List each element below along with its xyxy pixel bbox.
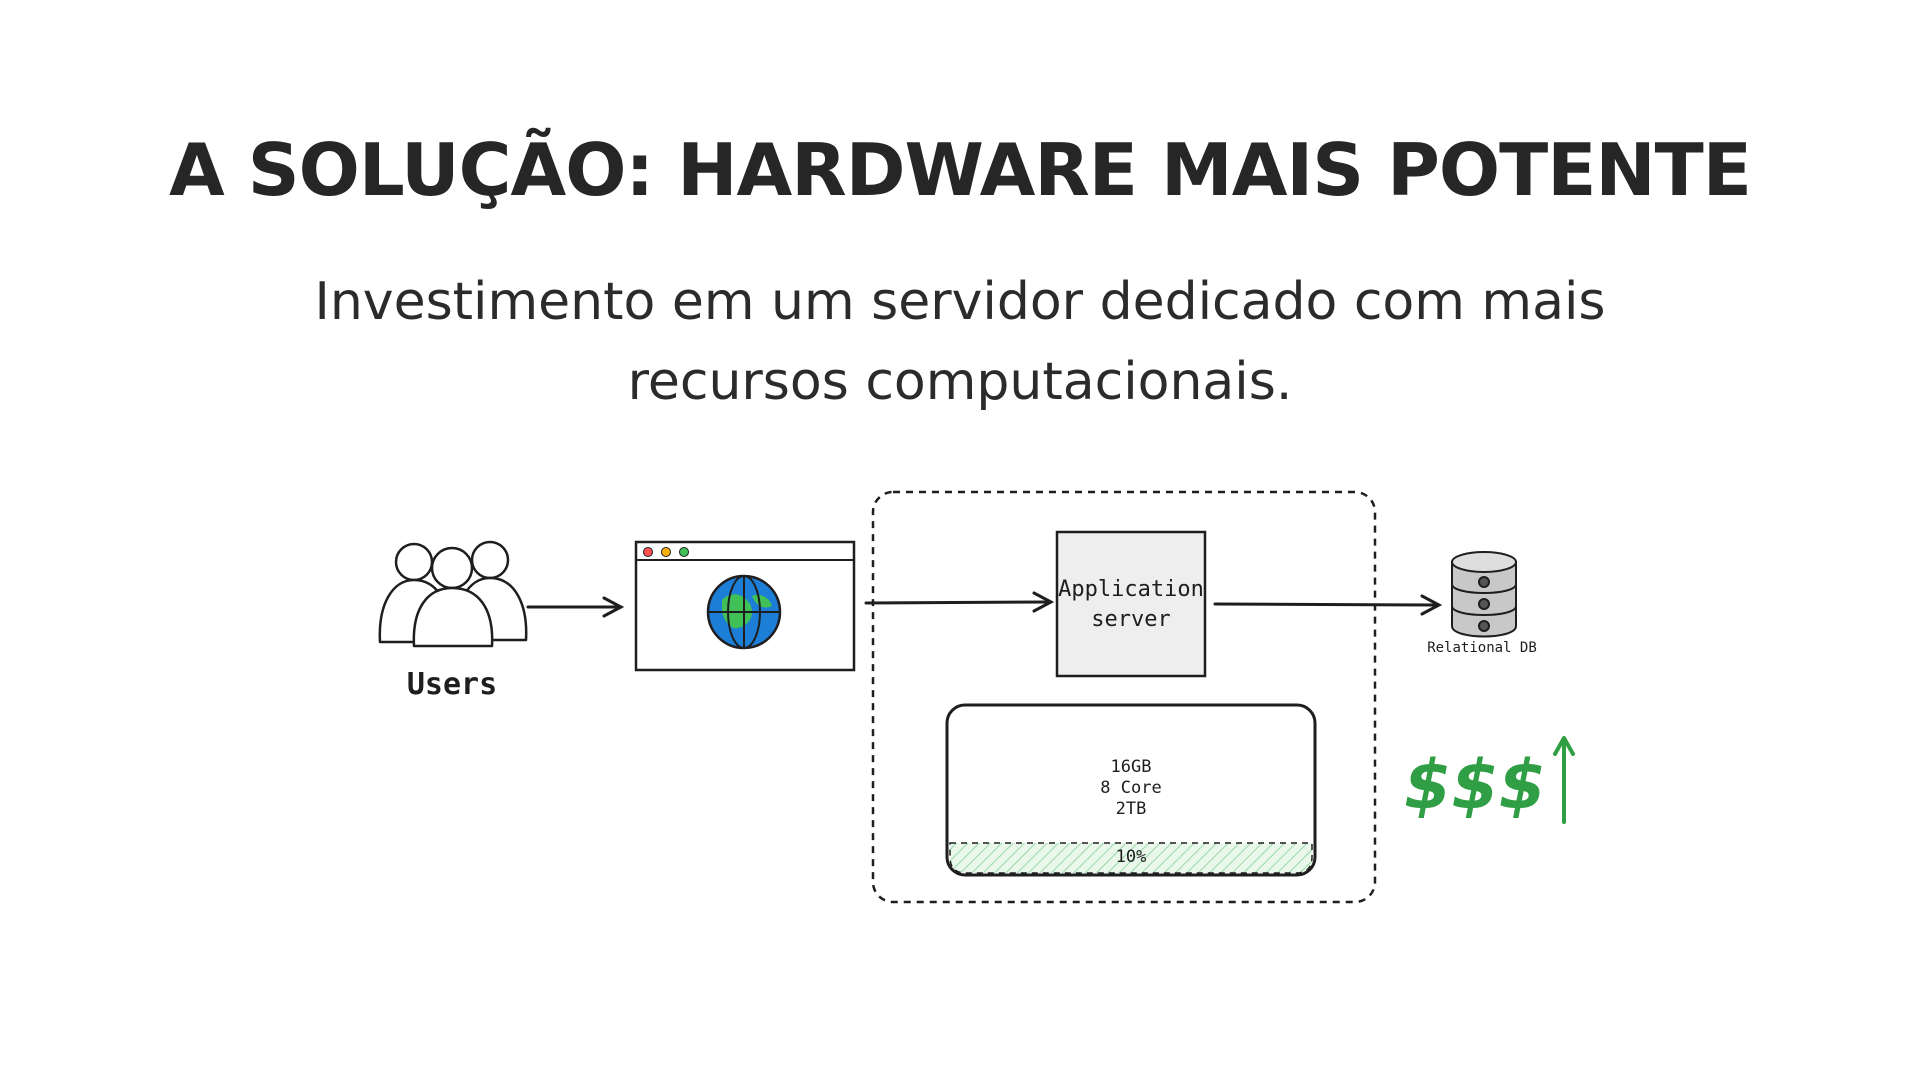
database-icon (1451, 551, 1517, 638)
app-server-label-line2: server (1091, 607, 1170, 632)
usage-label: 10% (1116, 847, 1147, 867)
server-boundary (871, 490, 1377, 904)
spec-storage: 2TB (1116, 799, 1147, 819)
globe-icon (706, 574, 782, 650)
browser-window-icon (634, 540, 856, 672)
db-label: Relational DB (1427, 640, 1537, 656)
app-server-label-line1: Application (1058, 577, 1204, 602)
slide-title: A SOLUÇÃO: HARDWARE MAIS POTENTE (169, 128, 1752, 212)
arrow-browser-to-app-server (864, 591, 1055, 613)
server-specs-box (945, 703, 1317, 877)
arrow-app-server-to-db (1213, 594, 1443, 616)
application-server-box (1055, 530, 1207, 678)
slide-subtitle: Investimento em um servidor dedicado com… (314, 272, 1606, 412)
users-icon (378, 540, 528, 648)
arrow-users-to-browser (526, 596, 625, 618)
cost-label: $$$ (1404, 746, 1546, 825)
spec-ram: 16GB (1111, 757, 1152, 777)
usage-bar (949, 842, 1313, 874)
users-label: Users (407, 667, 497, 702)
spec-cores: 8 Core (1100, 778, 1161, 798)
arrow-up-icon (1553, 736, 1575, 824)
